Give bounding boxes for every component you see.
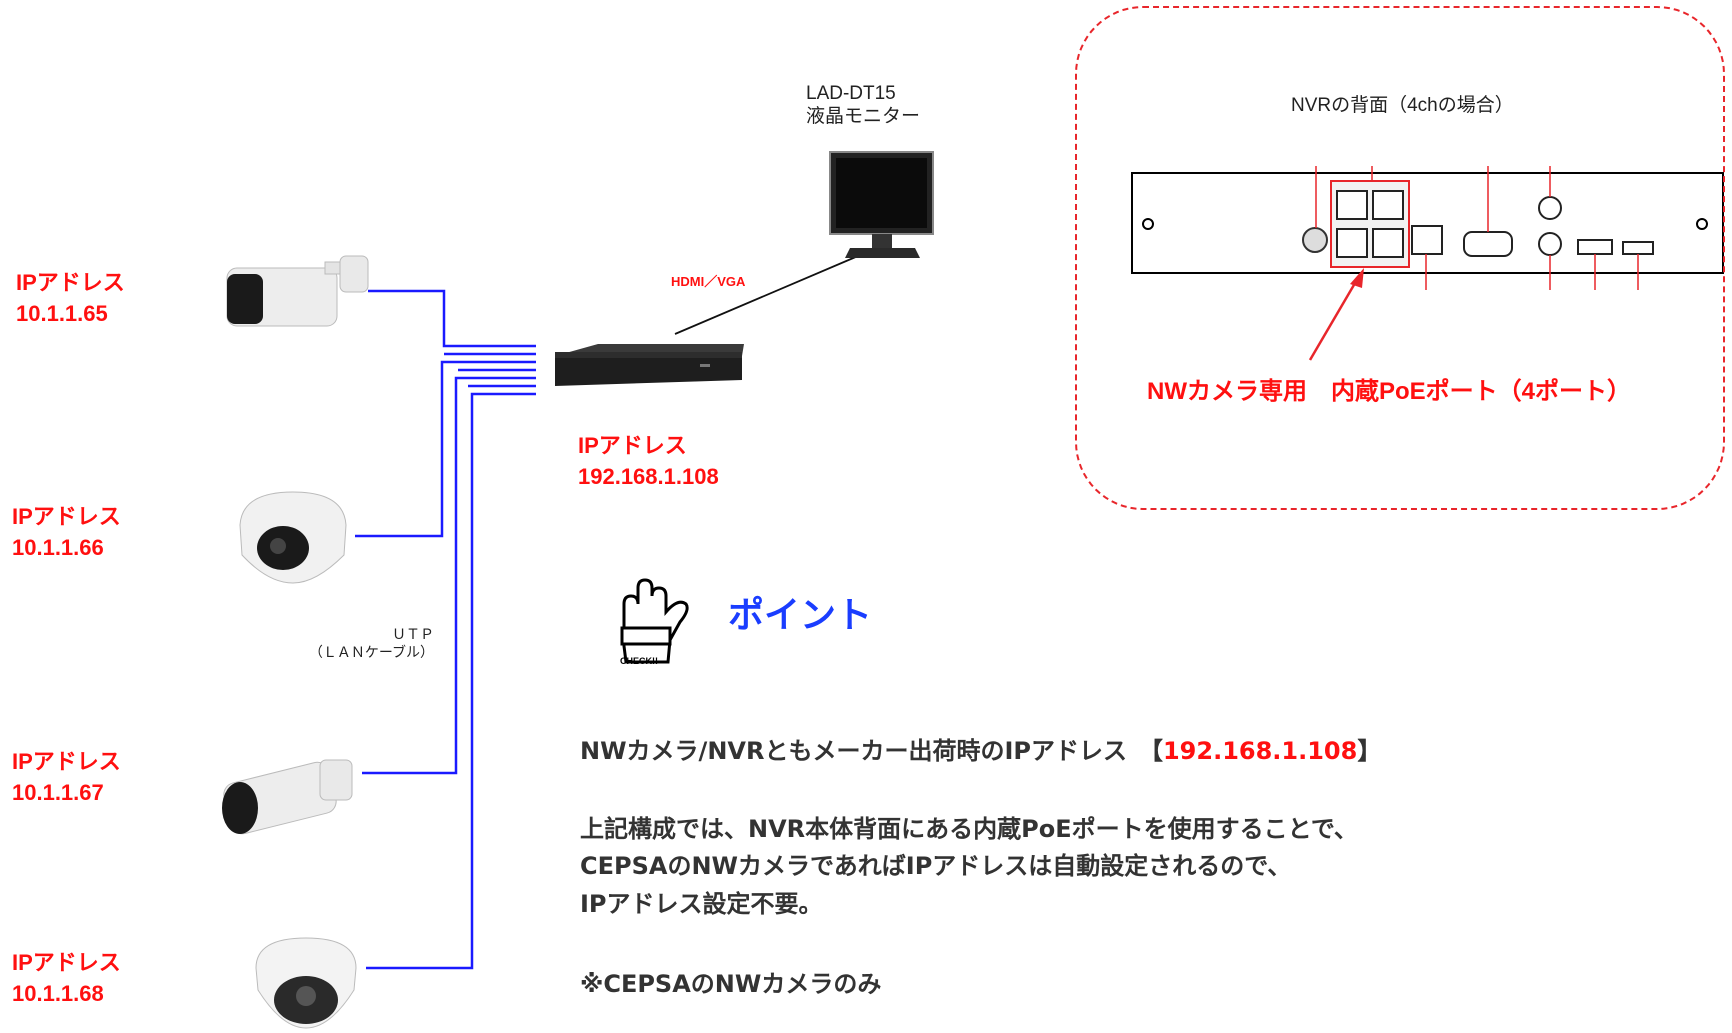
utp-cables: [355, 289, 536, 970]
camera-2-ip-title: IPアドレス: [12, 504, 121, 529]
rear-panel-frame: [1075, 6, 1725, 510]
note-line-1-ip: 192.168.1.108: [1162, 737, 1358, 765]
note-line-2: 上記構成では、NVR本体背面にある内蔵PoEポートを使用することで、: [580, 815, 1358, 843]
camera-3-icon: [222, 759, 353, 835]
monitor-icon: [829, 151, 934, 258]
nvr-ip-address: 192.168.1.108: [578, 464, 719, 489]
camera-1-ip-address: 10.1.1.65: [16, 301, 108, 326]
nvr-rear-panel: [1131, 166, 1724, 361]
point-title: ポイント: [728, 595, 873, 636]
rear-panel-title: NVRの背面（4chの場合）: [1291, 95, 1514, 116]
nvr-ip-label: IPアドレス 192.168.1.108: [578, 430, 719, 492]
poe-callout: NWカメラ専用 内蔵PoEポート（4ポート）: [1147, 378, 1632, 405]
note-line-5: ※CEPSAのNWカメラのみ: [580, 970, 882, 998]
camera-1-icon: [226, 255, 369, 327]
cable-camera-4: [366, 392, 536, 970]
cable-camera-1: [368, 289, 536, 348]
check-badge: CHECK!!: [620, 656, 658, 666]
camera-2-ip-address: 10.1.1.66: [12, 535, 104, 560]
camera-1-ip: IPアドレス 10.1.1.65: [16, 267, 125, 329]
note-line-1-text: NWカメラ/NVRともメーカー出荷時のIPアドレス 【: [580, 737, 1163, 765]
note-line-1-end: 】: [1357, 737, 1382, 765]
cable-label: ＵＴＰ （ＬＡＮケーブル）: [284, 625, 434, 661]
camera-1-ip-title: IPアドレス: [16, 270, 125, 295]
monitor-model: LAD-DT15: [806, 83, 896, 104]
note-line-1: NWカメラ/NVRともメーカー出荷時のIPアドレス 【192.168.1.108…: [580, 731, 1381, 766]
camera-2-icon: [239, 491, 347, 584]
cable-label-line2: （ＬＡＮケーブル）: [308, 644, 434, 660]
camera-4-ip: IPアドレス 10.1.1.68: [12, 947, 121, 1009]
hdmi-vga-label: HDMI／VGA: [671, 274, 746, 289]
camera-3-ip-title: IPアドレス: [12, 749, 121, 774]
monitor-label: LAD-DT15 液晶モニター: [806, 82, 920, 128]
cable-camera-3: [362, 376, 536, 775]
camera-2-ip: IPアドレス 10.1.1.66: [12, 501, 121, 563]
note-line-3: CEPSAのNWカメラであればIPアドレスは自動設定されるので、: [580, 852, 1292, 880]
camera-3-ip: IPアドレス 10.1.1.67: [12, 746, 121, 808]
cable-camera-2: [355, 360, 536, 538]
camera-4-icon: [255, 937, 357, 1029]
monitor-name: 液晶モニター: [806, 106, 921, 127]
pointing-hand-icon: [620, 578, 689, 664]
hdmi-cable: [674, 255, 859, 335]
cable-label-line1: ＵＴＰ: [392, 626, 434, 642]
note-line-4: IPアドレス設定不要。: [580, 890, 823, 918]
callout-arrow: [1308, 277, 1360, 361]
camera-4-ip-title: IPアドレス: [12, 950, 121, 975]
camera-4-ip-address: 10.1.1.68: [12, 981, 104, 1006]
camera-3-ip-address: 10.1.1.67: [12, 780, 104, 805]
nvr-ip-title: IPアドレス: [578, 433, 687, 458]
nvr-icon: [555, 344, 744, 386]
